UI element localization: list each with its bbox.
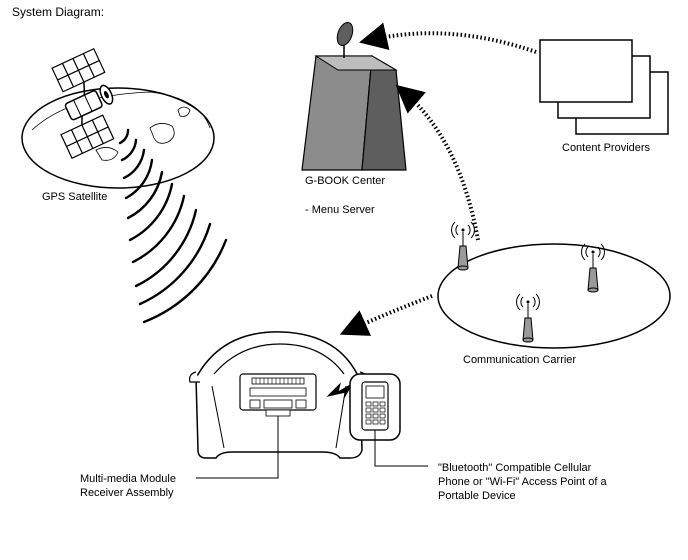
receiver-label-line-2: Receiver Assembly (80, 487, 174, 499)
earth-globe (21, 87, 215, 189)
communication-carrier-label: Communication Carrier (463, 354, 577, 366)
cell-tower-icon (451, 221, 475, 271)
content-providers-label: Content Providers (562, 142, 651, 154)
gbook-center-building (301, 21, 407, 171)
phone-label-line-1: "Bluetooth" Compatible Cellular (438, 462, 592, 474)
phone-leader-line (374, 430, 428, 467)
leader-lines (196, 416, 428, 479)
link-carrier-to-vehicle (339, 294, 433, 336)
phone-label-line-3: Portable Device (438, 490, 516, 502)
link-content-to-gbook (359, 22, 537, 54)
communication-carrier-area (437, 243, 671, 349)
gps-satellite-label: GPS Satellite (42, 191, 108, 203)
link-carrier-to-gbook (395, 84, 480, 241)
content-providers-icon (539, 39, 669, 135)
gps-signal-waves (118, 128, 228, 324)
receiver-leader-line (196, 416, 279, 479)
gps-satellite-icon (51, 47, 115, 159)
gbook-center-label: G-BOOK Center (305, 175, 386, 187)
phone-label-line-2: Phone or "Wi-Fi" Access Point of a (438, 476, 607, 488)
wireless-link-arrows (339, 22, 537, 336)
cell-tower-icon (581, 243, 605, 293)
menu-server-label: - Menu Server (305, 204, 375, 216)
cellular-phone-icon (349, 373, 401, 441)
diagram-title: System Diagram: (12, 5, 105, 19)
receiver-label-line-1: Multi-media Module (80, 473, 176, 485)
receiver-assembly-icon (239, 373, 317, 417)
cell-tower-icon (516, 293, 540, 343)
